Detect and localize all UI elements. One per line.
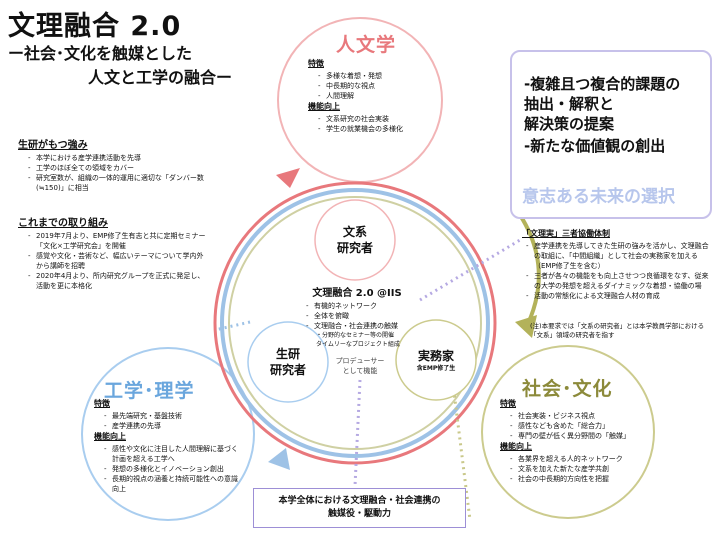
society-features-heading: 特徴 [500, 399, 516, 408]
producer-line1: プロデューサー [335, 357, 385, 365]
strength-item: 本学における産学連携活動を先導 [28, 153, 208, 163]
subtitle-line1: ー社会･文化を触媒とした [8, 44, 193, 63]
humanities-improve-item: 文系研究の社会実装 [318, 114, 428, 124]
node-bunkei-line2: 研究者 [336, 241, 373, 255]
society-improve-item: 文系を加えた新たな産学共創 [510, 464, 650, 474]
efforts-list: 2019年7月より、EMP修了生有志と共に定期セミナー「文化×工学研究会」を開催… [18, 231, 208, 291]
efforts-heading: これまでの取り組み [18, 218, 108, 229]
node-bunkei-label: 文系 研究者 [325, 224, 385, 256]
effort-item: 感覚や文化・芸術など、幅広いテーマについて学内外から講師を招聘 [28, 251, 208, 271]
node-seiken-line1: 生研 [275, 347, 300, 361]
center-content: 文理融合 2.0 @IIS 有機的ネットワーク 全体を俯瞰 文理融合・社会連携の… [302, 284, 412, 349]
humanities-heading: 人文学 [336, 34, 397, 56]
humanities-content: 特徴 多様な着想・発想 中長期的な視点 人間理解 機能向上 文系研究の社会実装 … [308, 58, 428, 134]
outcome-line1: -複雑且つ複合的課題の [524, 75, 681, 93]
ring-olive [228, 196, 482, 450]
catalyst-line1: 本学全体における文理融合・社会連携の [278, 496, 441, 506]
center-sub-item: ・分野的なセミナー等の開催 [316, 332, 395, 339]
future-choice-text: 意志ある未来の選択 [522, 187, 675, 207]
system-item: 活動の常態化による文理融合人材の育成 [526, 291, 712, 301]
engineering-improve-item: 発想の多様化とイノベーション創出 [104, 464, 244, 474]
engineering-improve-item: 感性や文化に注目した人間理解に基づく計画を超える工学へ [104, 444, 244, 464]
center-item: 文理融合・社会連携の触媒 [306, 321, 412, 331]
society-content: 特徴 社会実装・ビジネス視点 感性なども含めた「総合力」 専門の壁が低く異分野間… [500, 398, 650, 484]
engineering-feature: 産学連携の先導 [104, 421, 244, 431]
humanities-improve-heading: 機能向上 [308, 102, 340, 111]
humanities-feature: 多様な着想・発想 [318, 71, 428, 81]
humanities-feature: 中長期的な視点 [318, 81, 428, 91]
effort-item: 2019年7月より、EMP修了生有志と共に定期セミナー「文化×工学研究会」を開催 [28, 231, 208, 251]
society-feature: 感性なども含めた「総合力」 [510, 421, 650, 431]
connector-system [419, 238, 521, 302]
catalyst-line2: 触媒役・駆動力 [327, 509, 391, 519]
humanities-improve-item: 学生の就業機会の多様化 [318, 124, 428, 134]
engineering-heading: 工学･理学 [104, 380, 195, 402]
center-item: 全体を俯瞰 [306, 311, 412, 321]
node-jitsumu [395, 319, 477, 401]
system-list: 産学連携を先導してきた生研の強みを活かし、文理融合の取組に、「中間組織」として社… [522, 241, 712, 301]
society-improve-item: 各業界を超える人的ネットワーク [510, 454, 650, 464]
connector-bottom [353, 379, 362, 487]
system-panel: 「文理実」三者協働体制 産学連携を先導してきた生研の強みを活かし、文理融合の取組… [522, 228, 712, 301]
arrow-red-top [276, 168, 300, 188]
node-seiken-line2: 研究者 [269, 363, 306, 377]
efforts-panel: これまでの取り組み 2019年7月より、EMP修了生有志と共に定期セミナー「文化… [18, 214, 208, 291]
system-item: 三者が各々の機能をも向上させつつ良循環をなす、従来の大学の発想を超えるダイナミッ… [526, 271, 712, 291]
society-improve-item: 社会の中長期的方向性を把握 [510, 474, 650, 484]
system-item: 産学連携を先導してきた生研の強みを活かし、文理融合の取組に、「中間組織」として社… [526, 241, 712, 271]
society-heading: 社会･文化 [522, 378, 613, 400]
outcome-line3: 解決策の提案 [524, 115, 615, 133]
node-jitsumu-label: 実務家 含EMP修了生 [402, 348, 470, 373]
strengths-heading: 生研がもつ強み [18, 140, 88, 151]
outcome-line4: -新たな価値観の創出 [524, 137, 666, 155]
node-jitsumu-line1: 実務家 [417, 349, 454, 363]
humanities-feature: 人間理解 [318, 91, 428, 101]
ring-blue [220, 188, 490, 458]
strengths-panel: 生研がもつ強み 本学における産学連携活動を先導 工学のほぼ全ての領域をカバー 研… [18, 136, 208, 193]
center-items: 有機的ネットワーク 全体を俯瞰 文理融合・社会連携の触媒 [302, 301, 412, 331]
node-bunkei [314, 199, 396, 281]
engineering-content: 特徴 最先端研究・基盤技術 産学連携の先導 機能向上 感性や文化に注目した人間理… [94, 398, 244, 494]
node-seiken-label: 生研 研究者 [258, 346, 318, 378]
outcome-box [510, 50, 712, 219]
system-note: (注)本要求では「文系の研究者」とは本学教員学部における「文系」領域の研究者を指… [530, 322, 705, 339]
humanities-features: 多様な着想・発想 中長期的な視点 人間理解 [308, 71, 428, 101]
arrow-blue-bottom [268, 448, 290, 470]
node-jitsumu-line2: 含EMP修了生 [416, 365, 456, 372]
catalyst-box: 本学全体における文理融合・社会連携の 触媒役・駆動力 [253, 488, 466, 528]
subtitle-line2: 人文と工学の融合ー [88, 68, 233, 87]
engineering-improve-item: 長期的視点の涵養と持続可能性への意識向上 [104, 474, 244, 494]
page-title: 文理融合 2.0 [8, 11, 182, 42]
outcome-line2: 抽出・解釈と [524, 95, 615, 113]
node-seiken [247, 321, 329, 403]
node-bunkei-line1: 文系 [342, 225, 367, 239]
engineering-improve: 感性や文化に注目した人間理解に基づく計画を超える工学へ 発想の多様化とイノベーシ… [94, 444, 244, 494]
engineering-improve-heading: 機能向上 [94, 432, 126, 441]
strength-item: 工学のほぼ全ての領域をカバー [28, 163, 208, 173]
ring-red [213, 181, 497, 465]
strength-item: 研究室数が、組織の一体的運用に適切な「ダンバー数(≒150)」に相当 [28, 173, 208, 193]
effort-item: 2020年4月より、所内研究グループを正式に発足し、活動を更に本格化 [28, 271, 208, 291]
producer-line2: として機能 [342, 367, 378, 375]
system-heading: 「文理実」三者協働体制 [522, 229, 610, 238]
arrow-olive-head [515, 315, 537, 338]
engineering-features-heading: 特徴 [94, 399, 110, 408]
engineering-features: 最先端研究・基盤技術 産学連携の先導 [94, 411, 244, 431]
society-features: 社会実装・ビジネス視点 感性なども含めた「総合力」 専門の壁が低く異分野間の「触… [500, 411, 650, 441]
society-improve-heading: 機能向上 [500, 442, 532, 451]
society-feature: 専門の壁が低く異分野間の「触媒」 [510, 431, 650, 441]
engineering-feature: 最先端研究・基盤技術 [104, 411, 244, 421]
center-title: 文理融合 2.0 @IIS [312, 288, 402, 299]
humanities-improve: 文系研究の社会実装 学生の就業機会の多様化 [308, 114, 428, 134]
society-improve: 各業界を超える人的ネットワーク 文系を加えた新たな産学共創 社会の中長期的方向性… [500, 454, 650, 484]
center-item: 有機的ネットワーク [306, 301, 412, 311]
producer-note: プロデューサー として機能 [330, 356, 390, 376]
humanities-features-heading: 特徴 [308, 59, 324, 68]
strengths-list: 本学における産学連携活動を先導 工学のほぼ全ての領域をカバー 研究室数が、組織の… [18, 153, 208, 193]
society-feature: 社会実装・ビジネス視点 [510, 411, 650, 421]
center-sub-item: タイムリーなプロジェクト組成 [316, 341, 400, 348]
